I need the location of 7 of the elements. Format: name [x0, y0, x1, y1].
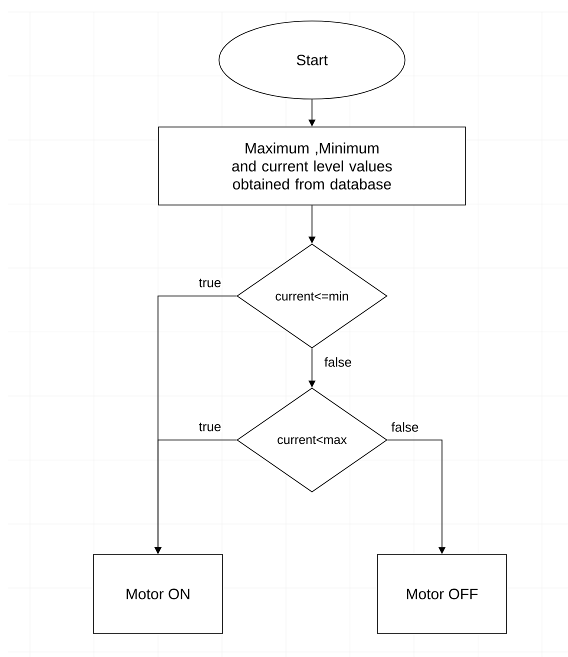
process-box: Motor ON	[93, 554, 223, 634]
edge-label: false	[323, 356, 353, 368]
edge-label: false	[390, 421, 420, 433]
edge-label: true	[198, 278, 222, 288]
edge-label: true	[198, 422, 222, 432]
process-box: Maximum ,Minimum and current level values obtained from database	[158, 126, 466, 206]
process-box: Motor OFF	[377, 554, 507, 634]
